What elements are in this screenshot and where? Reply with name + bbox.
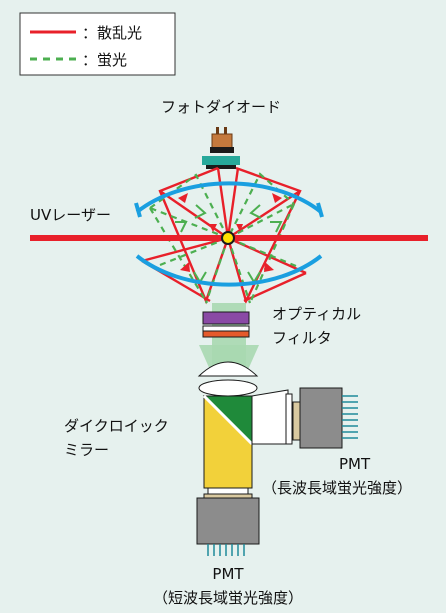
dichroic-label-2: ミラー [64,441,109,459]
upper-spherical-mirror [135,181,323,214]
pmt-long-sublabel: （長波長域蛍光強度） [262,479,412,497]
scattered-arrowheads [178,193,282,272]
legend-fluorescence-label: ：蛍光 [82,51,127,69]
filter-top-layer [202,311,250,325]
particle [221,231,235,245]
pmt-short-wavelength [196,487,260,556]
optical-filter-label-2: フィルタ [272,329,332,347]
pmt-long-label: PMT [339,455,371,473]
uv-laser-label: UVレーザー [30,206,111,224]
legend-scattered-label: ：散乱光 [82,24,142,42]
photodiode-label: フォトダイオード [161,98,281,116]
fluorescence-paths [149,172,297,304]
optical-filter-label-1: オプティカル [272,305,361,323]
pmt-short-sublabel: （短波長域蛍光強度） [153,589,303,607]
pmt-long-wavelength [285,387,358,449]
photodiode-mount [202,156,240,165]
pmt-short-label: PMT [212,565,244,583]
lower-spherical-mirror [135,254,323,287]
filter-bottom-layer [202,330,250,338]
photodiode-icon [202,127,240,169]
dichroic-label-1: ダイクロイック [64,417,169,435]
dichroic-mirror [202,394,254,446]
condenser-lens [197,361,259,377]
legend-box [19,12,176,76]
